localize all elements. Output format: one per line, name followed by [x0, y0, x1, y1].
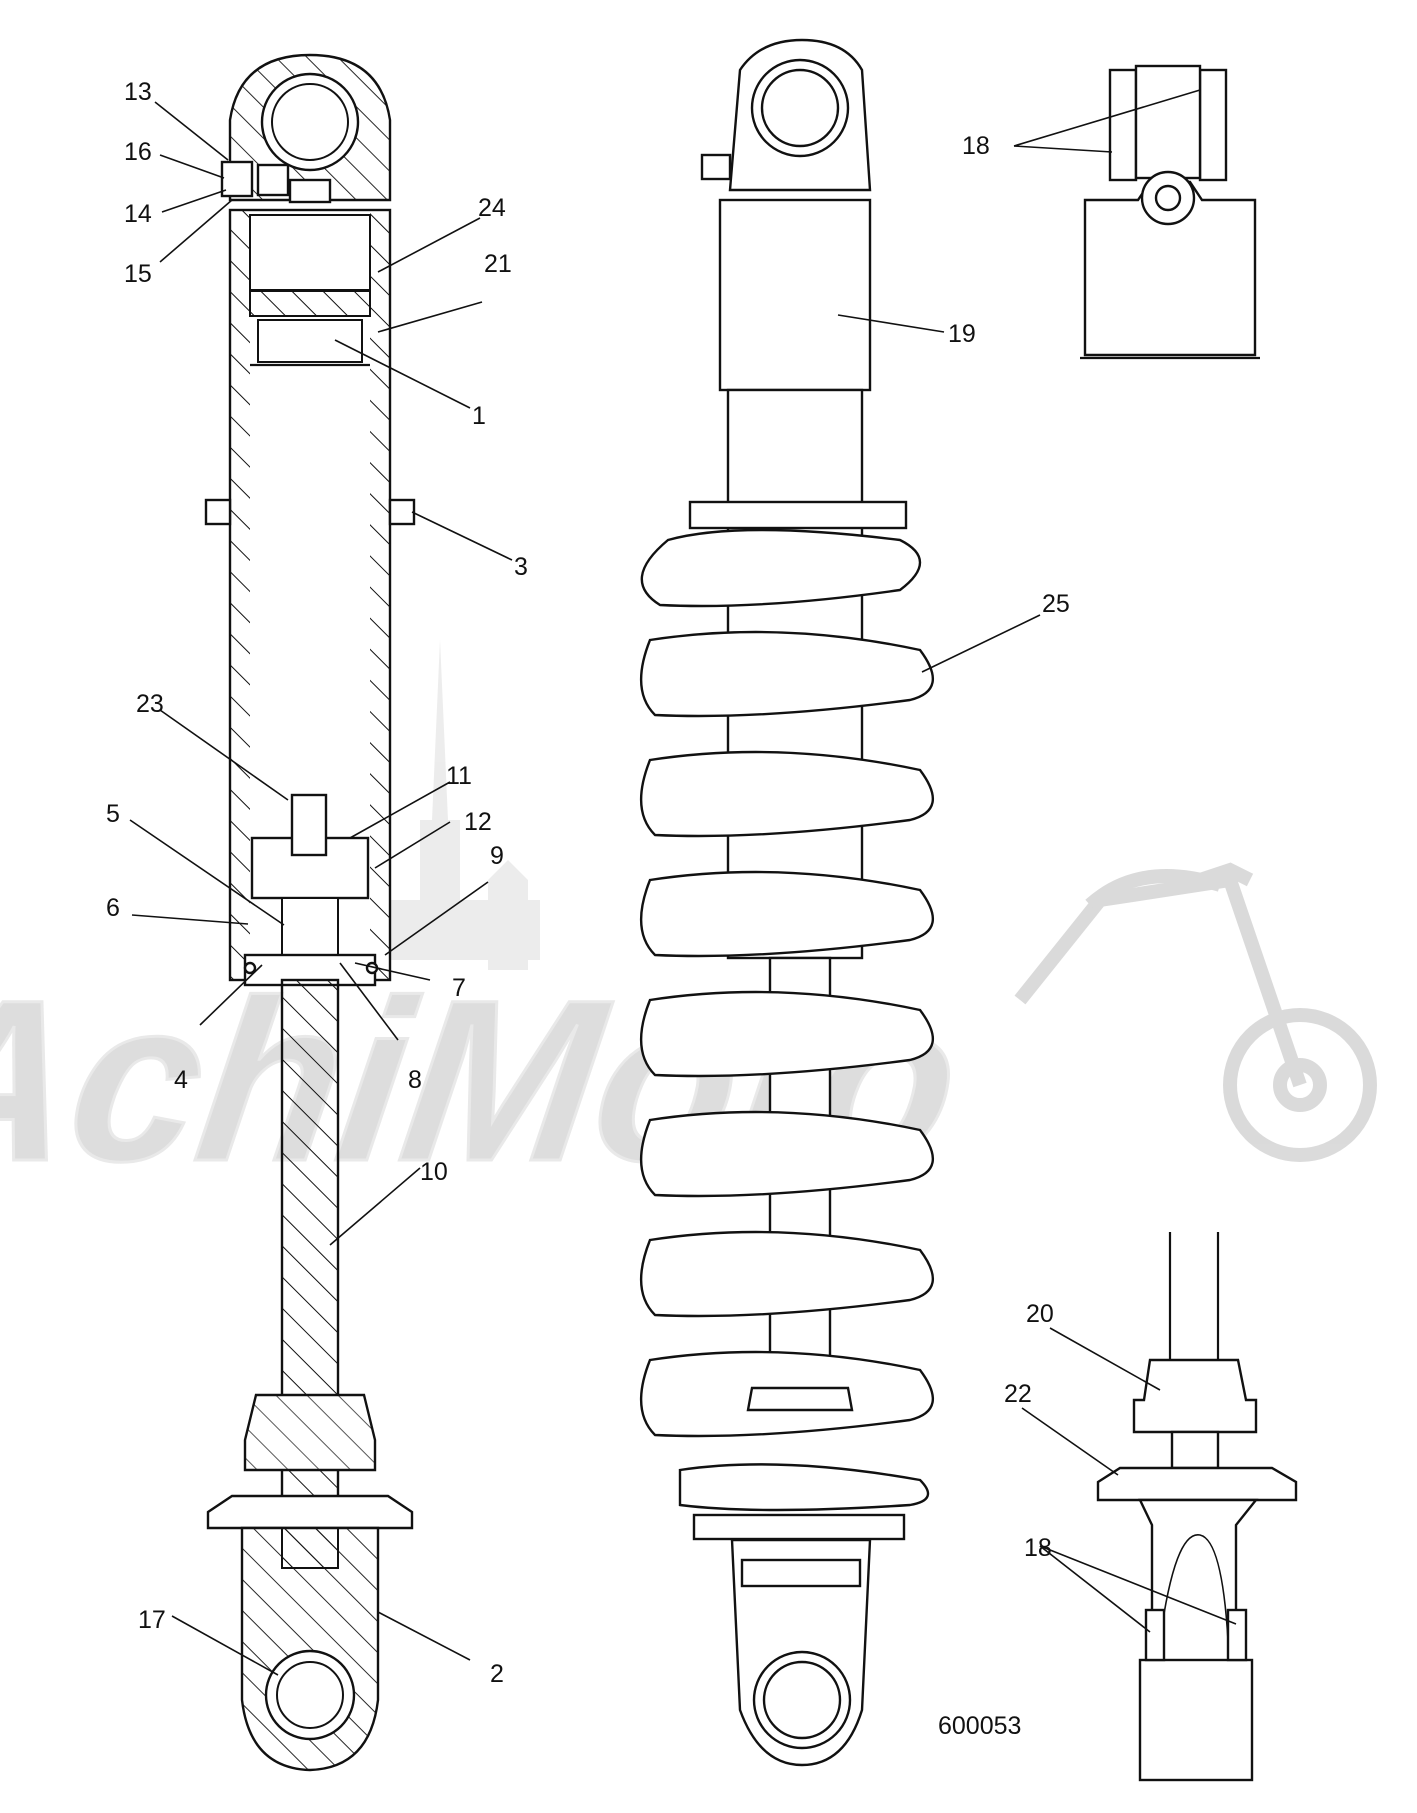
- callout-20: 20: [1026, 1300, 1054, 1328]
- watermark-church-icon: [380, 640, 540, 970]
- upper-mount-eye: [260, 72, 360, 172]
- callout-17: 17: [138, 1606, 166, 1634]
- center-bump-stop: [746, 1386, 854, 1412]
- shock-external-view: [640, 38, 935, 1767]
- center-lower-retainer: [692, 1513, 906, 1541]
- callout-25: 25: [1042, 590, 1070, 618]
- callout-3: 3: [514, 553, 528, 581]
- callout-14: 14: [124, 200, 152, 228]
- coil-spring: [640, 528, 935, 1512]
- callout-5: 5: [106, 800, 120, 828]
- callout-labels: 13 16 14 15 24 21 1 3 23 11 12 5 9 6 7 4…: [106, 78, 1070, 1740]
- upper-spring-seat: [688, 500, 908, 530]
- callout-21: 21: [484, 250, 512, 278]
- valve-fitting: [220, 160, 254, 198]
- callout-7: 7: [452, 974, 466, 1002]
- watermark-motorcycle-icon: [1014, 862, 1377, 1162]
- lower-mount-detail: [1096, 1232, 1298, 1782]
- callout-4: 4: [174, 1066, 188, 1094]
- lower-spring-retainer: [206, 1494, 414, 1530]
- callout-23: 23: [136, 690, 164, 718]
- callout-8: 8: [408, 1066, 422, 1094]
- upper-mount-detail: [1080, 64, 1260, 360]
- callout-24: 24: [478, 194, 506, 222]
- callout-9: 9: [490, 842, 504, 870]
- callout-18-top: 18: [962, 132, 990, 160]
- callout-10: 10: [420, 1158, 448, 1186]
- callout-19: 19: [948, 320, 976, 348]
- drawing-number: 600053: [938, 1712, 1021, 1740]
- callout-12: 12: [464, 808, 492, 836]
- piston-rod: [280, 978, 340, 1562]
- leader-lines: [129, 89, 1237, 1676]
- callout-18-bottom: 18: [1024, 1534, 1052, 1562]
- center-body: [718, 198, 872, 392]
- callout-1: 1: [472, 402, 486, 430]
- callout-11: 11: [446, 762, 472, 790]
- callout-15: 15: [124, 260, 152, 288]
- side-tab-right: [388, 498, 416, 526]
- callout-6: 6: [106, 894, 120, 922]
- callout-22: 22: [1004, 1380, 1032, 1408]
- callout-16: 16: [124, 138, 152, 166]
- shock-cross-section: [204, 53, 416, 1772]
- floating-piston: [249, 289, 371, 317]
- callout-2: 2: [490, 1660, 504, 1688]
- side-tab-left: [204, 498, 232, 526]
- callout-13: 13: [124, 78, 152, 106]
